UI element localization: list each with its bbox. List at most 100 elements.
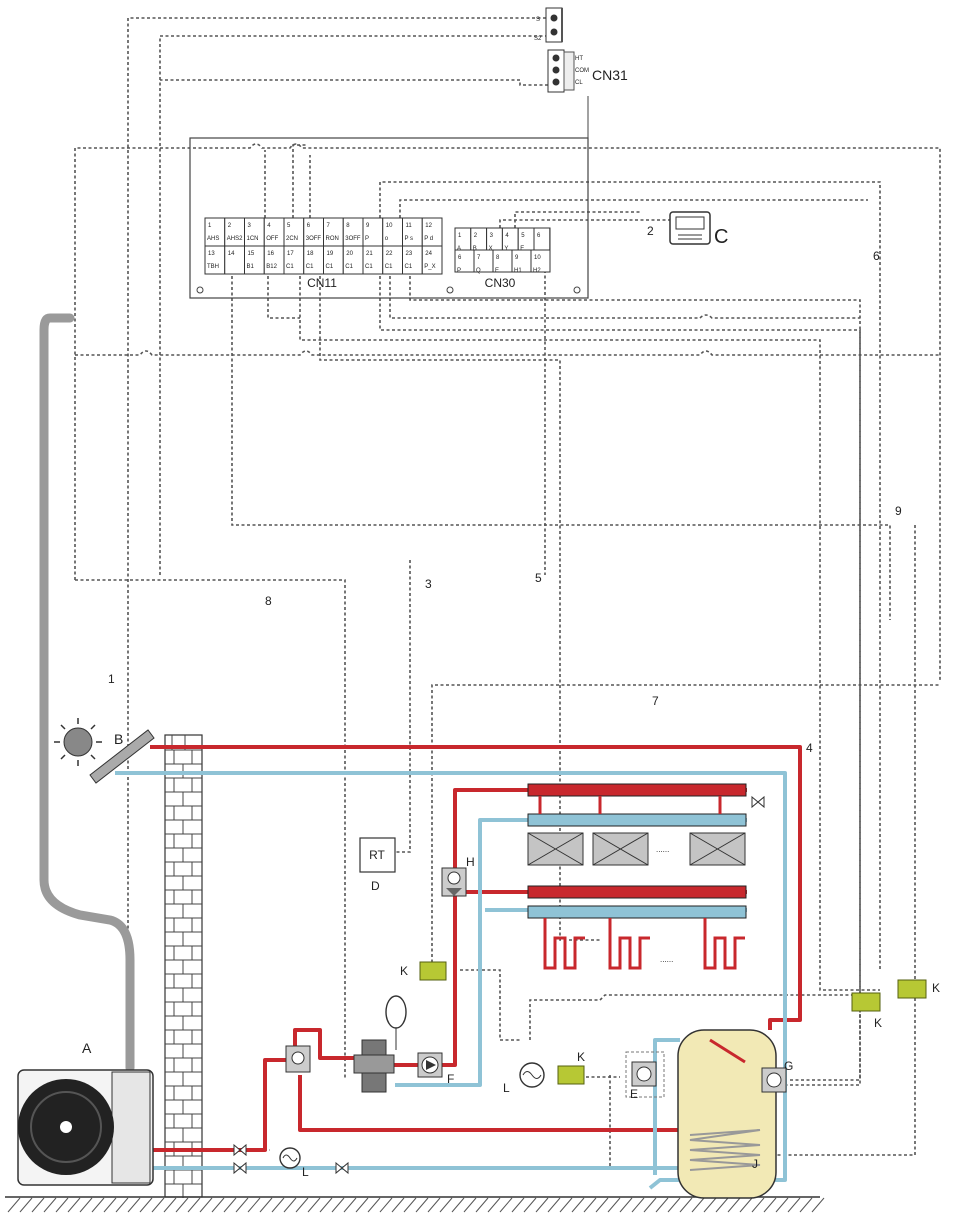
cn11-top-pin-number: 11	[406, 223, 413, 229]
cn30-top-cell	[533, 227, 551, 251]
label-j: J	[752, 1157, 758, 1171]
floor-hatch-stroke	[283, 1197, 297, 1213]
floor-hatch-stroke	[103, 1197, 117, 1213]
cn11-top-pin-number: 7	[327, 223, 331, 229]
floor-hatch-stroke	[307, 1197, 321, 1213]
floor-hatch-stroke	[619, 1197, 633, 1213]
cn11-bottom-pin-number: 22	[386, 251, 393, 257]
sensor-k-2	[557, 1065, 585, 1085]
pump-f	[417, 1052, 443, 1078]
cn30-top-pin-name: Y	[504, 246, 508, 252]
cn11-bottom-pin-number: 18	[307, 251, 314, 257]
cn11-top-pin-number: 10	[386, 223, 393, 229]
label-k-2: K	[577, 1050, 585, 1064]
floor-hatch-stroke	[115, 1197, 129, 1213]
floor-hatch-stroke	[403, 1197, 417, 1213]
cn30-top-pin-name: A	[457, 246, 461, 252]
floor-hatch-stroke	[451, 1197, 465, 1213]
floor-hatch-stroke	[691, 1197, 705, 1213]
floor-hatch-stroke	[199, 1197, 213, 1213]
floor-hatch-stroke	[643, 1197, 657, 1213]
cn30-top-pin-number: 5	[521, 233, 525, 239]
cn30-bottom-pin-number: 8	[496, 255, 500, 261]
floor-hatch-stroke	[259, 1197, 273, 1213]
floor-hatch-stroke	[715, 1197, 729, 1213]
cn11-top-pin-name: o	[385, 236, 389, 242]
cn11-bottom-pin-number: 17	[287, 251, 294, 257]
sensor-k-3	[851, 992, 881, 1012]
label-c: C	[714, 226, 728, 248]
cn31-label: CN31	[592, 67, 628, 83]
label-k-1: K	[400, 964, 408, 978]
cn11-top-pin-number: 3	[248, 223, 252, 229]
cn11-top-pin-name: 3OFF	[306, 236, 322, 242]
cn30-top-pin-number: 1	[458, 233, 462, 239]
fan-coil-group	[527, 783, 747, 866]
floor-hatch-stroke	[19, 1197, 33, 1213]
cn30-bottom-pin-number: 9	[515, 255, 519, 261]
cn11-bottom-pin-number: 19	[327, 251, 334, 257]
cn11-top-pin-name: 1CN	[247, 236, 259, 242]
line-number-3: 3	[425, 577, 432, 591]
line-number-6: 6	[873, 249, 880, 263]
floor-hatch-stroke	[367, 1197, 381, 1213]
cn11-bottom-pin-name: TBH	[207, 264, 219, 270]
cn30-bottom-pin-number: 7	[477, 255, 481, 261]
cn30-bottom-pin-number: 10	[534, 255, 541, 261]
cn11-top-pin-name: P d	[424, 236, 433, 242]
cn11-top-pin-number: 6	[307, 223, 311, 229]
control-wires	[74, 17, 941, 1169]
sensor-k-4	[897, 979, 927, 999]
floor-hatch-stroke	[655, 1197, 669, 1213]
cn11-top-pin-name: 2CN	[286, 236, 298, 242]
floor-hatch-stroke	[91, 1197, 105, 1213]
cn11-bottom-pin-name: P_X	[424, 264, 435, 270]
floor-hatch-stroke	[7, 1197, 21, 1213]
terminal-s-label: S	[536, 17, 540, 23]
floor-hatch-stroke	[139, 1197, 153, 1213]
line-number-4: 4	[806, 741, 813, 755]
cn11-bottom-pin-number: 14	[228, 251, 235, 257]
floor-hatch-stroke	[631, 1197, 645, 1213]
floor-hatch-stroke	[379, 1197, 393, 1213]
pump-g	[761, 1067, 787, 1093]
cn11-bottom-pin-name: C1	[385, 264, 393, 270]
cn11-terminal-block: 1AHS2AHS231CN4OFF52CN63OFF7RON83OFF9P10o…	[204, 217, 443, 275]
cn30-bottom-pin-number: 6	[458, 255, 462, 261]
floor-hatch-stroke	[475, 1197, 489, 1213]
floor-hatch-stroke	[163, 1197, 177, 1213]
floor-hatch-stroke	[763, 1197, 777, 1213]
floor-hatch-stroke	[679, 1197, 693, 1213]
top-terminal	[545, 7, 563, 43]
line-number-7: 7	[652, 694, 659, 708]
cn11-bottom-pin-number: 20	[346, 251, 353, 257]
cn30-bottom-pin-name: Q	[476, 268, 481, 274]
floor-hatch-stroke	[331, 1197, 345, 1213]
floor-hatch-stroke	[559, 1197, 573, 1213]
cn11-top-pin-name: AHS	[207, 236, 219, 242]
pump-e	[625, 1051, 665, 1098]
floor-hatch-stroke	[43, 1197, 57, 1213]
floor-hatch-stroke	[295, 1197, 309, 1213]
floor-hatch-stroke	[151, 1197, 165, 1213]
three-way-valve-left	[285, 1045, 311, 1073]
line-number-8: 8	[265, 594, 272, 608]
floor-hatch-stroke	[811, 1197, 825, 1213]
label-d: D	[371, 879, 380, 893]
floor-hatch-stroke	[571, 1197, 585, 1213]
cn30-top-pin-name: E	[520, 246, 524, 252]
floor-heating-group	[527, 885, 747, 970]
floor-hatch-stroke	[787, 1197, 801, 1213]
cn11-top-pin-name: 3OFF	[345, 236, 361, 242]
floor-hatch-stroke	[547, 1197, 561, 1213]
label-b: B	[114, 731, 123, 747]
floor-hatch-stroke	[355, 1197, 369, 1213]
floor-hatch-stroke	[511, 1197, 525, 1213]
cn11-top-pin-name: P s	[405, 236, 414, 242]
floor-hatch-stroke	[235, 1197, 249, 1213]
label-l-bottom: L	[302, 1165, 309, 1179]
label-f: F	[447, 1072, 454, 1086]
cn11-label: CN11	[307, 276, 337, 290]
floor-hatch-stroke	[739, 1197, 753, 1213]
